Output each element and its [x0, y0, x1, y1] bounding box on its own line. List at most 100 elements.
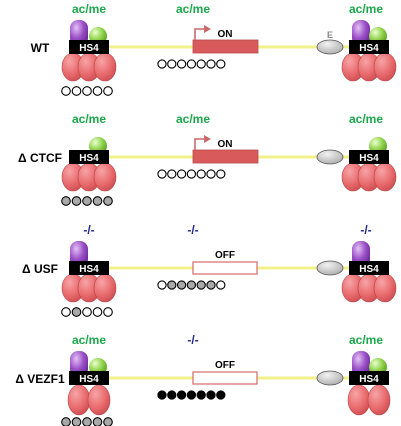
right-mark: -/-	[360, 223, 371, 237]
cpg-circle	[206, 169, 216, 179]
cpg-circle	[61, 307, 71, 317]
ctcf-protein	[373, 162, 397, 192]
cpg-circle	[186, 59, 197, 69]
cpg-circle	[216, 59, 226, 69]
gene-box	[192, 371, 258, 385]
hs4-label: HS4	[79, 264, 99, 275]
left-mark: -/-	[83, 223, 94, 237]
ctcf-protein	[373, 273, 397, 303]
ctcf-protein	[93, 52, 117, 82]
cpg-circle	[82, 196, 92, 206]
cpg-circle	[206, 390, 216, 400]
hs4-box	[69, 40, 109, 54]
row-label: Δ USF	[22, 262, 58, 276]
row-label: Δ CTCF	[18, 151, 62, 165]
hs4-label: HS4	[359, 264, 379, 275]
enhancer	[316, 39, 344, 55]
cpg-circle	[216, 280, 226, 290]
hs4-label: HS4	[359, 43, 379, 54]
cpg-circle	[167, 280, 177, 290]
cpg-circle	[186, 390, 197, 400]
gene-state-label: ON	[218, 139, 233, 150]
cpg-circle	[196, 169, 206, 179]
hs4-label: HS4	[359, 153, 379, 164]
cpg-circle	[157, 280, 167, 290]
hs4-box	[349, 150, 389, 164]
cpg-circle	[157, 59, 167, 69]
right-mark: ac/me	[349, 333, 383, 347]
ctcf-protein	[373, 52, 397, 82]
hs4-label: HS4	[79, 153, 99, 164]
usf-protein	[70, 241, 88, 267]
center-mark: ac/me	[176, 2, 210, 16]
diagram-row-3: Δ USF -/- -/- -/- HS4 HS4 OFF	[22, 223, 397, 317]
enhancer	[316, 370, 344, 386]
ctcf-protein	[87, 384, 111, 416]
enhancer-label: E	[327, 30, 333, 40]
cpg-circle	[196, 280, 206, 290]
transcription-arrow	[194, 138, 205, 150]
gene-box	[192, 39, 259, 54]
cpg-circle	[176, 169, 187, 179]
cpg-circle	[103, 196, 113, 206]
right-mark: ac/me	[349, 2, 383, 16]
ctcf-protein	[67, 384, 91, 416]
cpg-circle	[196, 59, 206, 69]
center-mark: -/-	[187, 223, 198, 237]
hs4-label: HS4	[359, 374, 379, 385]
cpg-circle	[206, 59, 216, 69]
cpg-circle	[71, 307, 82, 317]
left-insulator: HS4	[61, 241, 117, 303]
gene-state-label: ON	[218, 29, 233, 40]
left-insulator: HS4	[67, 351, 111, 416]
right-insulator: HS4	[341, 137, 397, 192]
gene-state-label: OFF	[215, 360, 235, 371]
right-insulator: HS4	[341, 241, 397, 303]
center-mark: -/-	[187, 333, 198, 347]
cpg-circle	[167, 169, 177, 179]
cpg-circle	[103, 307, 113, 317]
right-insulator: HS4	[341, 20, 397, 82]
cpg-circle	[82, 86, 92, 96]
cpg-circle	[92, 86, 103, 96]
cpg-circle	[176, 59, 187, 69]
ctcf-protein	[367, 384, 391, 416]
hs4-box	[349, 371, 389, 385]
cpg-circle	[92, 196, 103, 206]
row-label: WT	[31, 41, 50, 55]
hs4-label: HS4	[79, 43, 99, 54]
cpg-circle	[71, 196, 82, 206]
left-mark: ac/me	[72, 2, 106, 16]
hs4-label: HS4	[79, 374, 99, 385]
cpg-circle	[167, 59, 177, 69]
arrow-head	[204, 25, 211, 33]
cpg-circle	[71, 86, 82, 96]
cpg-circle	[176, 390, 187, 400]
cpg-circle	[216, 390, 226, 400]
right-insulator: HS4	[347, 351, 391, 416]
cpg-circle	[157, 169, 167, 179]
gene-state-label: OFF	[215, 250, 235, 261]
row-label: Δ VEZF1	[15, 372, 65, 386]
usf-protein	[352, 351, 370, 377]
cpg-circle	[103, 417, 113, 426]
right-mark: ac/me	[349, 112, 383, 126]
hs4-box	[349, 40, 389, 54]
cpg-circle	[103, 86, 113, 96]
cpg-circle	[206, 280, 216, 290]
cpg-circle	[61, 417, 71, 426]
enhancer	[316, 260, 344, 276]
gene-box	[192, 149, 259, 164]
hs4-box	[69, 150, 109, 164]
arrow-head	[204, 135, 211, 143]
cpg-circle	[157, 390, 167, 400]
cpg-circle	[216, 169, 226, 179]
cpg-circle	[61, 86, 71, 96]
cpg-circle	[82, 417, 92, 426]
transcription-arrow	[194, 28, 205, 40]
ctcf-protein	[347, 384, 371, 416]
hs4-box	[349, 261, 389, 275]
cpg-circle	[82, 307, 92, 317]
